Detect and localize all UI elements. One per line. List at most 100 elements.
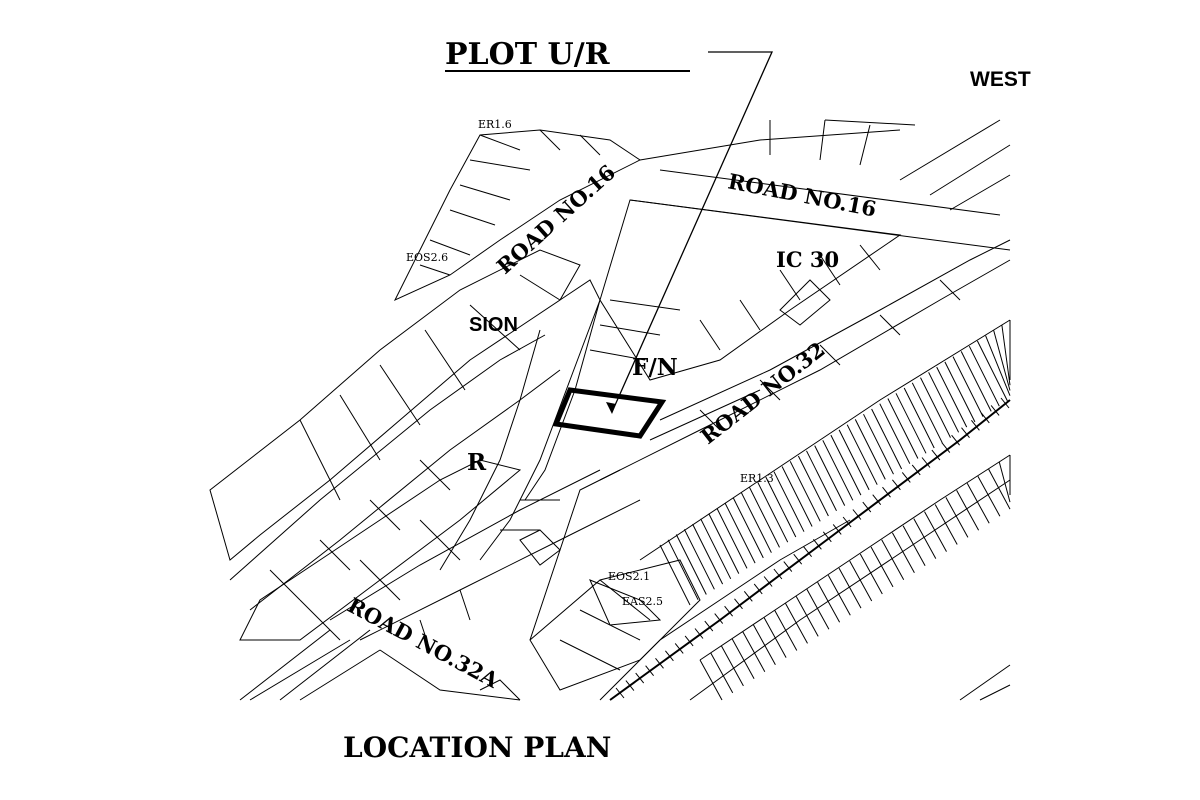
hatch-line <box>887 398 919 459</box>
hatch-line <box>667 539 699 601</box>
hatch-line <box>859 553 883 595</box>
hatch-line <box>781 466 813 527</box>
track-tick <box>872 494 882 506</box>
road-label-32a: ROAD NO.32A <box>344 592 504 693</box>
track-tick <box>882 486 891 498</box>
hatch-line <box>659 544 691 606</box>
hatch-line <box>854 419 886 480</box>
hatch-line <box>911 382 943 444</box>
hatch-line <box>724 502 756 564</box>
hatch-line <box>716 508 748 569</box>
hatch-line <box>993 330 1011 391</box>
hatch-line <box>827 574 851 616</box>
hatch-line <box>757 481 789 543</box>
track-tick <box>665 650 674 662</box>
hatch-line <box>952 356 984 417</box>
hatch-line <box>924 511 947 552</box>
hatch-line <box>830 434 862 496</box>
hatch-line <box>977 475 1001 517</box>
plot-outline <box>552 387 667 439</box>
hatch-line <box>797 455 829 517</box>
zone-label-r: R <box>467 449 487 476</box>
track-tick <box>911 464 921 476</box>
track-tick <box>773 568 783 580</box>
hatch-line <box>903 387 935 449</box>
hatch-line <box>913 518 937 559</box>
track-tick <box>971 419 980 431</box>
zone-label-er16: ER1.6 <box>478 118 512 131</box>
hatch-line <box>683 529 715 590</box>
hatch-line <box>742 631 766 672</box>
hatch-line <box>863 413 894 475</box>
track-tick <box>813 538 822 550</box>
hatch-line <box>944 361 976 423</box>
track-tick <box>921 457 931 468</box>
track-tick <box>951 434 960 446</box>
track-tick <box>862 501 872 513</box>
hatch-line <box>740 492 772 553</box>
hatch-line <box>1001 325 1011 386</box>
track-tick <box>753 583 763 595</box>
track-tick <box>743 590 753 602</box>
hatch-line <box>806 589 830 630</box>
hatch-line <box>985 335 1011 396</box>
hatch-line <box>966 483 990 524</box>
track-tick <box>684 635 694 647</box>
zone-label-eos21: EOS2.1 <box>608 570 650 583</box>
hatch-line <box>891 532 915 574</box>
hatch-line <box>700 518 732 580</box>
hatch-line <box>731 638 755 680</box>
track-tick <box>832 524 842 535</box>
hatch-line <box>879 403 911 464</box>
hatch-line <box>732 497 764 559</box>
hatch-line <box>871 408 903 470</box>
hatch-line <box>902 525 926 566</box>
map-title: PLOT U/R <box>445 37 611 72</box>
hatch-line <box>960 351 992 412</box>
hatch-line <box>934 504 958 545</box>
hatch-line <box>699 659 723 701</box>
hatch-line <box>838 567 862 609</box>
track-tick <box>901 472 911 483</box>
track-tick <box>655 657 664 669</box>
track-tick <box>724 605 733 617</box>
hatch-line <box>870 546 894 588</box>
track-tick <box>990 405 1000 416</box>
map-linework <box>209 119 1011 701</box>
hatch-line <box>785 603 808 644</box>
hatch-line <box>849 560 873 602</box>
hatch-line <box>956 490 980 531</box>
hatch-line <box>773 471 805 532</box>
track-tick <box>892 479 901 491</box>
track-tick <box>674 643 684 654</box>
track-tick <box>625 680 635 691</box>
hatch-line <box>692 523 724 585</box>
hatch-line <box>752 624 776 665</box>
zone-label-sion: SION <box>469 314 518 336</box>
track-tick <box>704 620 714 632</box>
track-tick <box>714 613 724 624</box>
track-tick <box>615 687 625 699</box>
track-tick <box>941 442 951 453</box>
hatch-line <box>814 445 846 506</box>
hatch-line <box>895 393 927 454</box>
track-tick <box>842 516 852 528</box>
hatch-line <box>708 513 740 574</box>
hatch-line <box>817 581 841 623</box>
hatch-line <box>881 539 905 581</box>
hatch-line <box>976 340 1008 402</box>
hatch-line <box>710 652 734 694</box>
hatch-line <box>822 440 854 501</box>
zone-label-eas25: EAS2.5 <box>622 595 663 608</box>
hatch-line <box>675 534 707 595</box>
west-label: WEST <box>970 68 1031 91</box>
hatch-line <box>749 487 780 548</box>
road-label-16-right: ROAD NO.16 <box>726 168 878 221</box>
track-tick <box>931 449 941 461</box>
leader-arrow-icon <box>606 402 616 414</box>
title-leader-line <box>611 51 774 413</box>
hatch-line <box>806 450 837 512</box>
footer-title: LOCATION PLAN <box>343 731 611 764</box>
hatch-line <box>765 476 797 538</box>
